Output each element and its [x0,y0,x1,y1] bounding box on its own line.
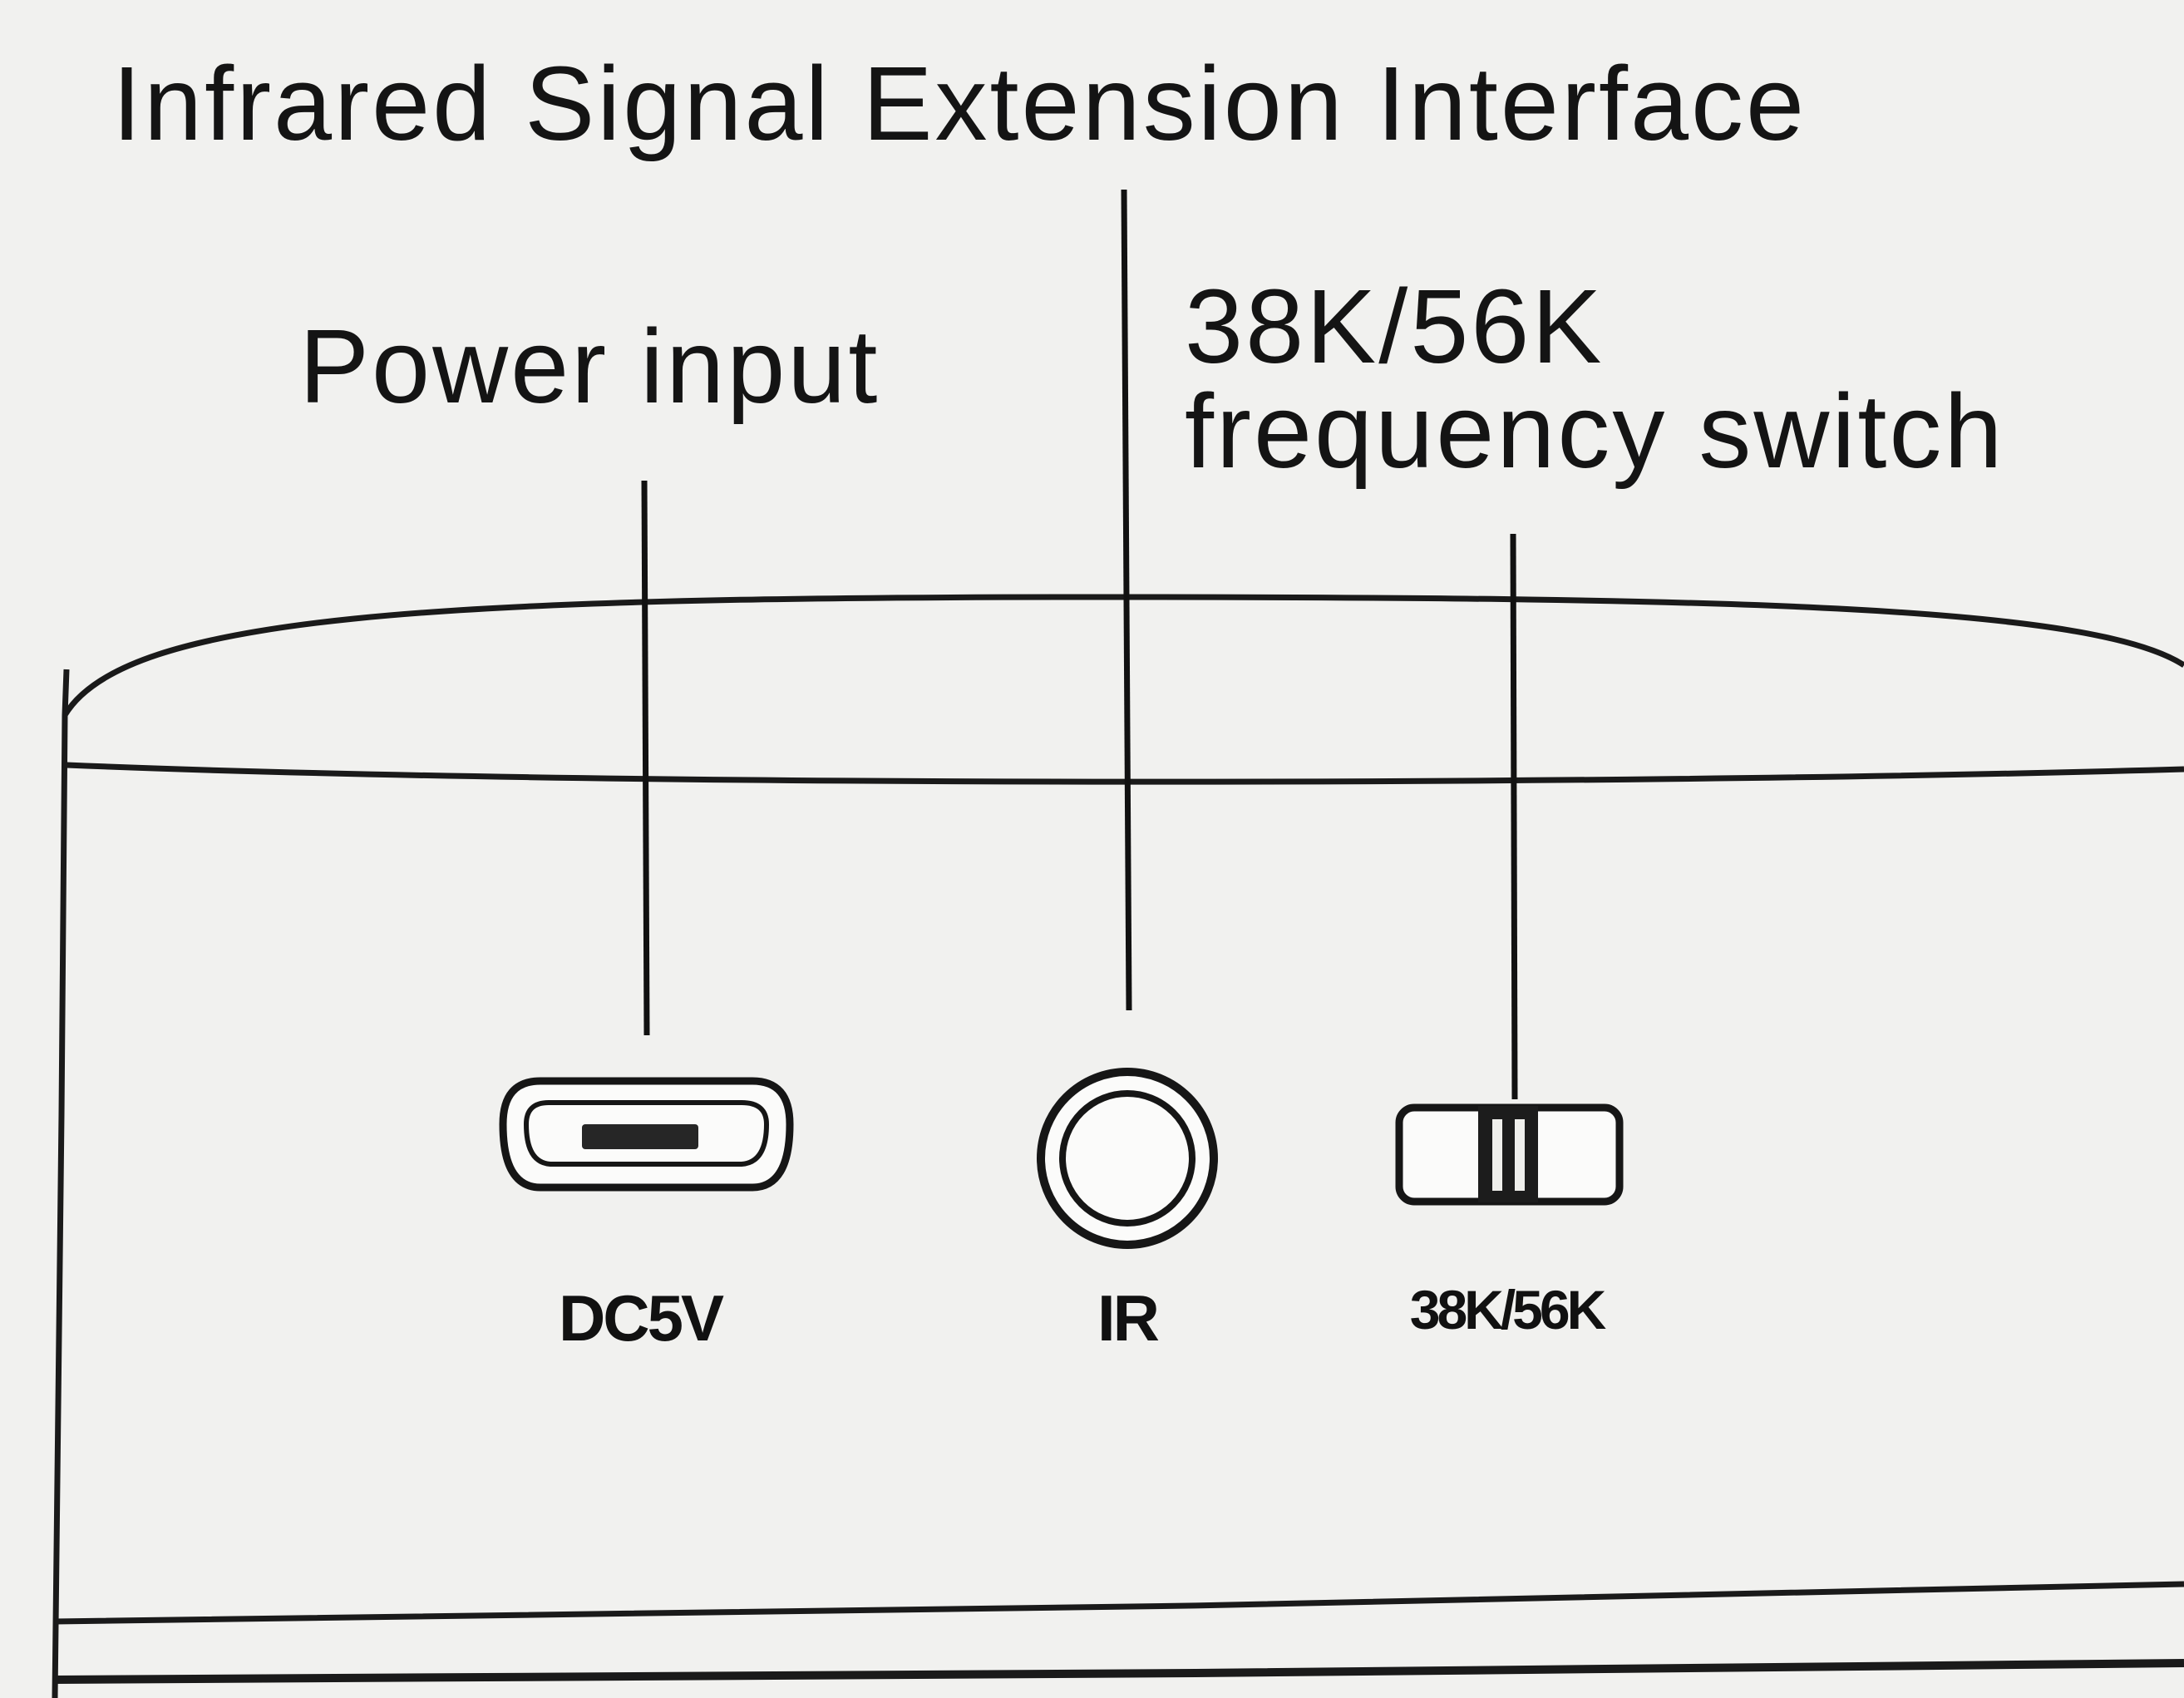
frequency-switch-label-line2: frequency switch [1185,373,2005,490]
leader-power [641,480,650,1036]
frequency-switch-label-line1: 38K/56K [1185,268,1605,385]
leader-lines [641,189,1518,1100]
dc-port-contact [582,1124,698,1149]
dc-port [499,1077,794,1192]
leader-switch [1510,533,1518,1100]
body-bottom-edge [54,1659,2184,1684]
freq-switch-knob-groove-2 [1515,1119,1525,1191]
power-input-label: Power input [299,308,880,425]
ir-port-outer [1037,1068,1218,1249]
body-lip-line [66,762,2184,785]
body-left-edge [52,669,70,1698]
dc-port-label: DC5V [559,1281,724,1355]
body-top-curve [62,594,2184,717]
dc-port-inner [523,1100,770,1167]
freq-switch-knob [1478,1106,1538,1202]
switch-port-label: 38K/56K [1410,1279,1607,1340]
body-bottom-line [54,1581,2184,1625]
ir-port-inner [1059,1090,1196,1227]
freq-switch [1395,1103,1624,1206]
ir-extension-label: Infrared Signal Extension Interface [112,45,1807,162]
freq-switch-knob-groove-1 [1492,1119,1502,1191]
frequency-switch-label: 38K/56K frequency switch [1185,274,2004,484]
device-body [52,594,2184,1698]
ir-port [1037,1068,1218,1249]
ir-port-label: IR [1097,1281,1159,1355]
leader-ir [1121,189,1132,1011]
